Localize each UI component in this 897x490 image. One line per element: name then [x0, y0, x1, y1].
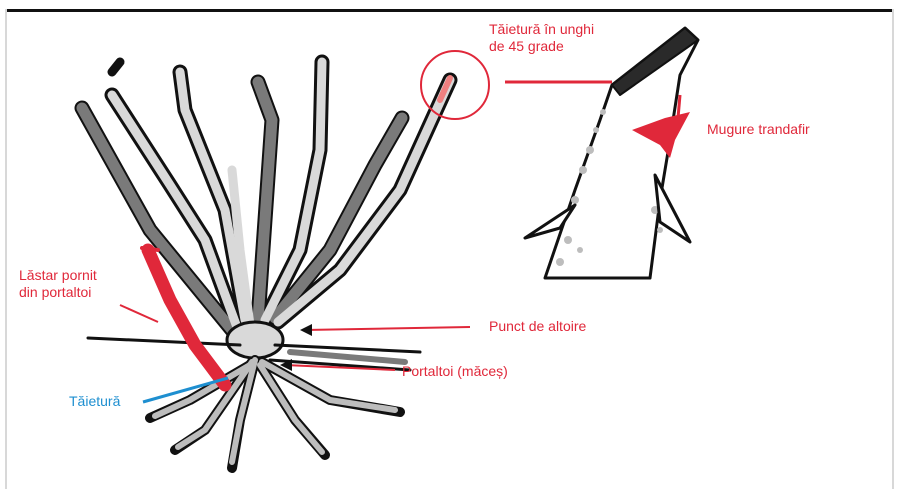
cut-angle-label-line1: Tăietură în unghi — [489, 21, 594, 38]
rose-bush — [82, 62, 450, 468]
shoot-label-line2: din portaltoi — [19, 284, 97, 301]
shoot-label-line1: Lăstar pornit — [19, 267, 97, 284]
shoot-label: Lăstar pornit din portaltoi — [19, 267, 97, 301]
cut-label: Tăietură — [69, 393, 120, 410]
cut-angle-label-line2: de 45 grade — [489, 38, 594, 55]
cut-angle-label: Tăietură în unghi de 45 grade — [489, 21, 594, 55]
graft-arrow — [300, 324, 312, 336]
rootstock-label: Portaltoi (măceș) — [402, 363, 508, 380]
graft-pointer — [305, 327, 470, 330]
shoot-pointer — [120, 305, 158, 322]
zoomed-stem — [525, 28, 698, 278]
graft-point-label: Punct de altoire — [489, 318, 586, 335]
rose-bud-label: Mugure trandafir — [707, 121, 810, 138]
